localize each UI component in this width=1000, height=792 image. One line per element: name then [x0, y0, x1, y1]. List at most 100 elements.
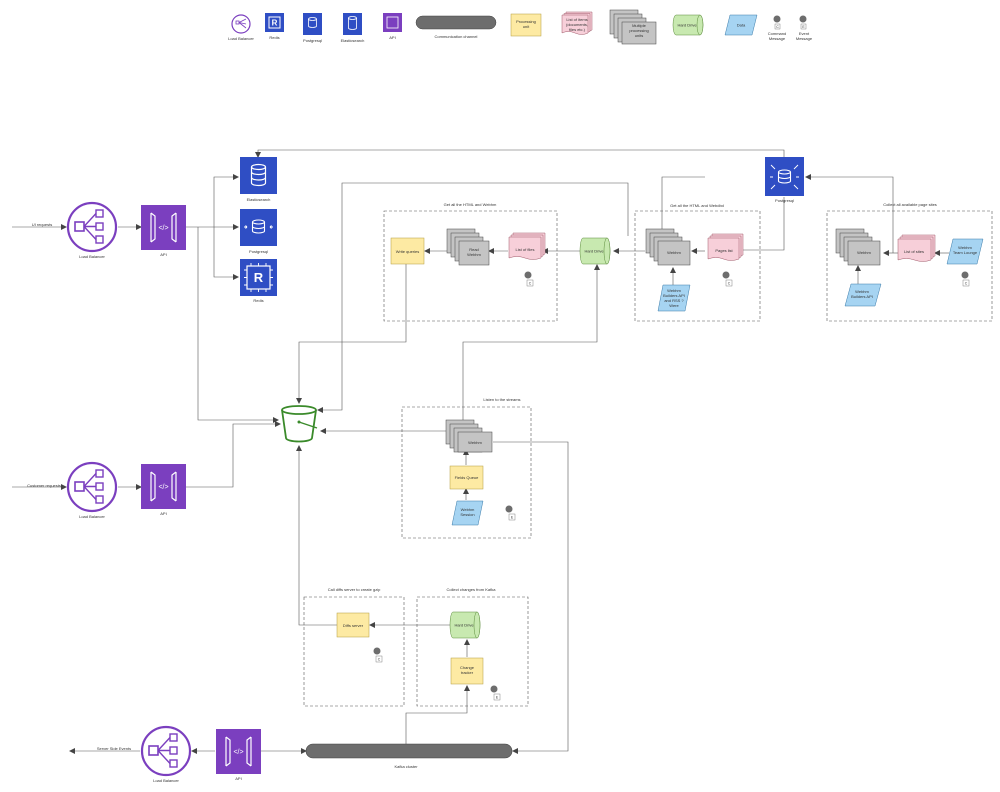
read-line2: Webhm	[467, 252, 481, 257]
webhm-units-2: Webhm	[835, 228, 881, 266]
group-diffs	[303, 596, 405, 707]
legend-postgresql-label: Postgresql	[303, 38, 322, 43]
legend-data: Data	[724, 14, 758, 36]
group-kafka-title: Collect changes from Kafka	[447, 587, 497, 592]
message-e-1: E	[505, 505, 516, 521]
webhm-units-1: Webhm	[645, 228, 691, 266]
api-bottom-label: API	[235, 776, 241, 781]
group-kafka	[416, 596, 529, 707]
group-listen-title: Listen to the streams	[483, 397, 520, 402]
api-mid-label: API	[160, 511, 166, 516]
legend-multiple-line3: units	[635, 33, 643, 38]
message-c-1: C	[524, 271, 534, 287]
legend-processing-line1: Processing	[516, 19, 536, 24]
message-c-3: C	[961, 271, 970, 287]
webhm-source-line4: Were	[669, 303, 679, 308]
sites-data: Webhm Team Lounge	[946, 238, 984, 265]
webhm-units-3: Webhm	[445, 419, 493, 453]
hard-drive-1: Hard Drive	[579, 237, 611, 265]
legend-list-line2: (documents,	[566, 22, 588, 27]
pages-list-label: Pages list	[715, 248, 733, 253]
svg-text:</>: </>	[233, 749, 243, 756]
webhm-2-label: Webhm	[857, 250, 871, 255]
sites-data-line2: Team Lounge	[953, 250, 978, 255]
incoming-mid-label: Customer requests	[27, 483, 61, 488]
legend-redis-label: Redis	[269, 35, 279, 40]
diffs-server-unit: Diffs server	[336, 612, 370, 638]
legend-event-line2: Message	[796, 36, 813, 41]
legend-elasticsearch-label: Elasticsearch	[341, 38, 365, 43]
webhm-source-data: Webhm Builders API and RSS ? Were	[657, 284, 691, 312]
svg-text:</>: </>	[158, 484, 168, 491]
webhm-source-line3: and RSS ?	[664, 298, 684, 303]
message-c-1-letter: C	[529, 282, 532, 286]
webhm-1-label: Webhm	[667, 250, 681, 255]
write-queries-unit: Write queries	[390, 237, 425, 265]
kafka-cluster: Kafka cluster	[305, 743, 513, 769]
message-c-4-letter: C	[378, 658, 381, 662]
legend-event-line1: Event	[799, 31, 810, 36]
outgoing-bottom-label: Server Side Events	[97, 746, 131, 751]
message-c-2: C	[722, 271, 733, 287]
legend-list-line3: files etc.)	[569, 27, 586, 32]
read-line1: Read	[469, 247, 479, 252]
list-of-files-label: List of files	[516, 247, 535, 252]
legend-command-line2: Message	[769, 36, 786, 41]
legend-command-letter: C	[776, 25, 779, 29]
fields-queue-unit: Fields Queue	[449, 465, 484, 490]
legend-load-balancer-label: Load Balancer	[228, 36, 254, 41]
message-c-4: C	[373, 647, 383, 663]
legend-command-line1: Command	[768, 31, 786, 36]
postgresql-db-left: Postgresql	[240, 209, 277, 254]
legend-command-message: C Command Message	[768, 15, 786, 41]
list-of-sites-label: List of sites	[904, 249, 924, 254]
message-e-2-letter: E	[496, 696, 499, 700]
load-balancer-top: Load Balancer	[66, 201, 118, 259]
lb-mid-label: Load Balancer	[79, 514, 105, 519]
group-get-html-title: Get all the HTML and Webhm	[444, 202, 497, 207]
message-e-1-letter: E	[511, 516, 514, 520]
legend-postgresql: Postgresql	[303, 13, 322, 43]
group-boxes: Get all the HTML and Webhm Get all the H…	[303, 202, 993, 707]
legend-event-message: E Event Message	[796, 15, 813, 41]
legend-list-of-items: List of items (documents, files etc.)	[561, 11, 593, 35]
change-tracker-line2: tracker	[461, 670, 474, 675]
group-get-all-title: Get all the HTML and Webdbd	[670, 203, 724, 208]
api-bottom: </> API	[216, 729, 261, 781]
webhm-session-line1: Webhm	[461, 507, 475, 512]
group-get-html	[383, 210, 558, 322]
webhm-3-label: Webhm	[468, 440, 482, 445]
webhm-session-line2: Session	[460, 512, 474, 517]
legend-hard-drive-label: Hard Drive	[677, 23, 697, 28]
elasticsearch-label: Elasticsearch	[247, 197, 271, 202]
lb-bottom-label: Load Balancer	[153, 778, 179, 783]
list-of-files: List of files	[508, 232, 546, 260]
legend-hard-drive: Hard Drive	[672, 14, 704, 36]
diffs-server-label: Diffs server	[343, 623, 364, 628]
legend-data-label: Data	[737, 23, 746, 28]
message-c-2-letter: C	[728, 282, 731, 286]
legend-multiple-units: Multiple processing units	[609, 9, 657, 45]
load-balancer-mid: Load Balancer	[66, 461, 118, 519]
group-get-all	[634, 210, 761, 322]
svg-text:R: R	[254, 270, 264, 285]
legend-processing-unit: Processing unit	[510, 13, 542, 37]
legend-multiple-line2: processing	[629, 28, 648, 33]
fields-queue-label: Fields Queue	[455, 475, 480, 480]
legend-api: API	[383, 13, 402, 40]
legend-event-letter: E	[802, 25, 805, 29]
api-top: </> API	[141, 205, 186, 257]
message-e-2: E	[490, 685, 501, 701]
builders-api-data: Webhm Builders API	[844, 283, 882, 307]
builders-api-line1: Webhm	[855, 289, 869, 294]
postgresql-db-right: Postgresql	[765, 157, 804, 203]
legend-processing-line2: unit	[523, 24, 530, 29]
svg-text:</>: </>	[158, 225, 168, 232]
storage-bucket-icon	[281, 405, 318, 443]
builders-api-line2: Builders API	[851, 294, 873, 299]
hard-drive-2-label: Hard Drive	[454, 623, 474, 628]
hard-drive-1-label: Hard Drive	[584, 249, 604, 254]
legend-elasticsearch: Elasticsearch	[341, 13, 365, 43]
webhm-source-line2: Builders API	[663, 293, 685, 298]
